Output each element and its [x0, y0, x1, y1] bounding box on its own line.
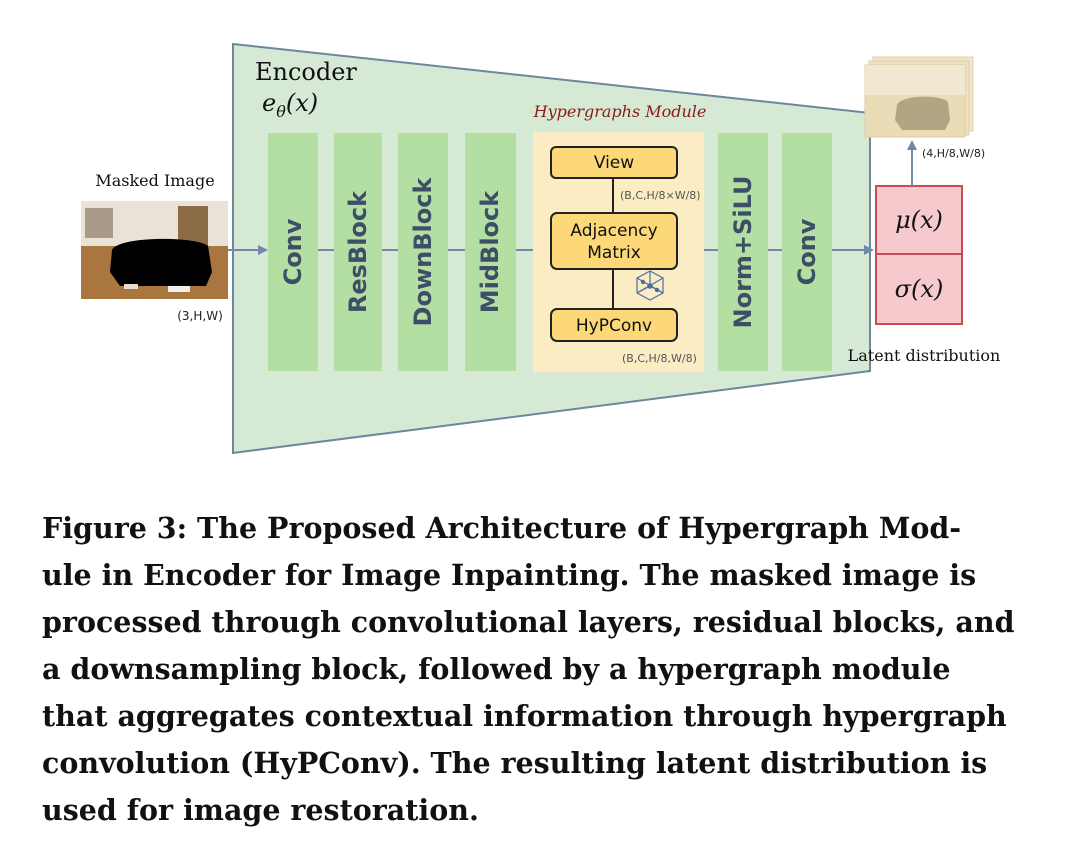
- latent-distribution: μ(x) σ(x): [875, 185, 963, 325]
- svg-text:Norm+SiLU: Norm+SiLU: [729, 176, 757, 329]
- shape-after-hypconv: (B,C,H/8,W/8): [622, 352, 697, 365]
- block-midblock: MidBlock: [465, 133, 516, 371]
- input-shape: (3,H,W): [177, 309, 223, 323]
- caption-line: ule in Encoder for Image Inpainting. The…: [42, 558, 977, 592]
- caption-line: Figure 3: The Proposed Architecture of H…: [42, 511, 962, 545]
- mu-box: [875, 185, 963, 255]
- caption-line: used for image restoration.: [42, 793, 479, 827]
- caption-line: a downsampling block, followed by a hype…: [42, 652, 951, 686]
- architecture-diagram: Encoder eθ(x) Masked Image (3,H,W) Conv …: [81, 42, 1001, 455]
- svg-text:MidBlock: MidBlock: [476, 190, 504, 314]
- caption-line: convolution (HyPConv). The resulting lat…: [42, 746, 988, 780]
- svg-text:DownBlock: DownBlock: [409, 177, 437, 327]
- output-shape: (4,H/8,W/8): [922, 147, 985, 160]
- view-box: [550, 146, 678, 179]
- encoder-title: Encoder: [255, 58, 357, 86]
- block-norm-silu: Norm+SiLU: [718, 133, 768, 371]
- svg-text:ResBlock: ResBlock: [344, 190, 372, 313]
- hypergraph-module: View (B,C,H/8×W/8) Adjacency Matrix HyPC…: [533, 132, 704, 372]
- block-resblock: ResBlock: [334, 133, 382, 371]
- svg-text:Adjacency: Adjacency: [570, 221, 657, 241]
- hypergraph-cube-icon: [636, 270, 664, 301]
- caption-line: that aggregates contextual information t…: [42, 699, 1007, 733]
- hypconv-box: [550, 308, 678, 342]
- block-conv-2: Conv: [782, 133, 832, 371]
- latent-label: Latent distribution: [848, 346, 1001, 365]
- masked-room-image: [81, 201, 228, 299]
- input-label: Masked Image: [95, 171, 214, 190]
- sigma-box: [875, 253, 963, 325]
- adjacency-matrix-box: [550, 212, 678, 270]
- svg-text:HyPConv: HyPConv: [576, 316, 652, 336]
- svg-text:Conv: Conv: [793, 218, 821, 285]
- svg-text:View: View: [594, 153, 634, 173]
- svg-text:σ(x): σ(x): [895, 275, 944, 303]
- svg-text:Matrix: Matrix: [587, 243, 641, 263]
- shape-after-view: (B,C,H/8×W/8): [620, 189, 701, 202]
- encoder-function-label: eθ(x): [262, 89, 318, 121]
- caption-line: processed through convolutional layers, …: [42, 605, 1015, 639]
- svg-text:μ(x): μ(x): [895, 206, 943, 234]
- block-downblock: DownBlock: [398, 133, 448, 371]
- svg-text:Conv: Conv: [279, 218, 307, 285]
- hypergraph-module-title: Hypergraphs Module: [533, 102, 707, 121]
- latent-feature-stack-image: [864, 56, 974, 138]
- block-conv-1: Conv: [268, 133, 318, 371]
- figure-caption: Figure 3: The Proposed Architecture of H…: [42, 505, 1052, 834]
